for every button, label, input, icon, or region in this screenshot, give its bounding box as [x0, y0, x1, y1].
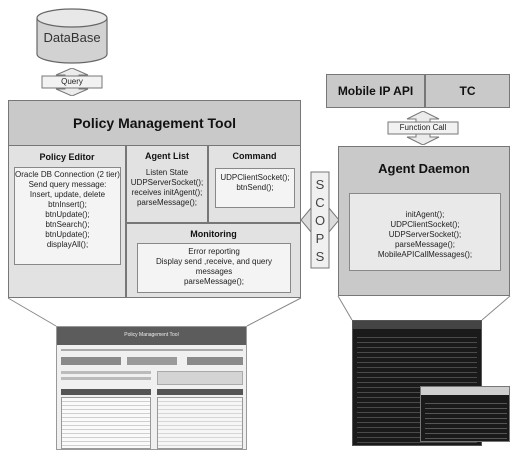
policy-editor-line: btnUpdate(); — [45, 210, 90, 219]
function-call-arrow: Function Call — [384, 110, 462, 146]
agent-daemon-line: initAgent(); — [405, 210, 445, 219]
mobile-ip-api-label: Mobile IP API — [337, 84, 414, 98]
agent-daemon-content: initAgent(); UDPClientSocket(); UDPServe… — [349, 193, 501, 271]
command-title: Command — [232, 151, 277, 161]
monitoring-line: parseMessage(); — [183, 277, 245, 286]
agent-list-line: UDPServerSocket(); — [130, 178, 204, 187]
agent-daemon-line: UDPServerSocket(); — [388, 230, 462, 239]
agent-list-panel: Agent List Listen State UDPServerSocket(… — [126, 145, 208, 223]
agent-list-title: Agent List — [145, 151, 189, 161]
policy-editor-title: Policy Editor — [39, 152, 95, 162]
query-arrow: Query — [30, 67, 114, 97]
agent-list-line: parseMessage(); — [136, 198, 198, 207]
scops-letter: P — [315, 231, 325, 246]
scops-letter: O — [314, 213, 326, 228]
command-content: UDPClientSocket(); btnSend(); — [215, 168, 295, 208]
scops-letter: S — [315, 249, 325, 264]
agent-daemon-line: UDPClientSocket(); — [390, 220, 460, 229]
monitoring-line: messages — [195, 267, 233, 276]
monitoring-line: Display send ,receive, and query — [155, 257, 273, 266]
policy-editor-line: Insert, update, delete — [29, 190, 106, 199]
monitoring-title: Monitoring — [190, 229, 237, 239]
policy-editor-line: displayAll(); — [46, 240, 89, 249]
policy-editor-line: Send query message: — [28, 180, 107, 189]
agent-daemon-line: MobileAPICallMessages(); — [377, 250, 473, 259]
agent-list-line: Listen State — [145, 168, 189, 177]
pmt-screenshot-titlebar: Policy Management Tool — [57, 327, 246, 345]
policy-editor-line: btnInsert(); — [48, 200, 87, 209]
monitoring-content: Error reporting Display send ,receive, a… — [137, 243, 291, 293]
agent-daemon-line: parseMessage(); — [394, 240, 456, 249]
agent-list-line: receives initAgent(); — [131, 188, 203, 197]
policy-editor-line: Oracle DB Connection (2 tier) — [15, 170, 120, 179]
policy-editor-panel: Policy Editor Oracle DB Connection (2 ti… — [8, 145, 126, 298]
scops-letter: C — [315, 195, 325, 210]
policy-editor-line: btnSearch(); — [45, 220, 90, 229]
policy-editor-content: Oracle DB Connection (2 tier) Send query… — [14, 167, 121, 265]
tc-label: TC — [459, 84, 476, 98]
monitoring-panel: Monitoring Error reporting Display send … — [126, 223, 301, 298]
scops-letter: S — [315, 177, 325, 192]
database-icon: DataBase — [36, 8, 108, 64]
pmt-screenshot-title: Policy Management Tool — [124, 332, 179, 338]
policy-editor-line: btnUpdate(); — [45, 230, 90, 239]
tc-box: TC — [425, 74, 510, 108]
query-label: Query — [61, 77, 83, 86]
command-panel: Command UDPClientSocket(); btnSend(); — [208, 145, 301, 223]
database-label: DataBase — [43, 30, 101, 45]
command-line: UDPClientSocket(); — [220, 173, 290, 182]
command-line: btnSend(); — [236, 183, 274, 192]
mobile-ip-api-box: Mobile IP API — [326, 74, 425, 108]
pmt-title: Policy Management Tool — [72, 115, 237, 131]
agent-daemon-panel: Agent Daemon initAgent(); UDPClientSocke… — [338, 146, 510, 296]
monitoring-line: Error reporting — [188, 247, 240, 256]
pmt-screenshot-thumbnail: Policy Management Tool — [56, 326, 247, 450]
function-call-label: Function Call — [399, 123, 447, 132]
scops-arrow: S C O P S — [300, 170, 340, 270]
agent-daemon-title: Agent Daemon — [378, 161, 470, 176]
agent-terminal-screenshot-2 — [420, 386, 510, 442]
